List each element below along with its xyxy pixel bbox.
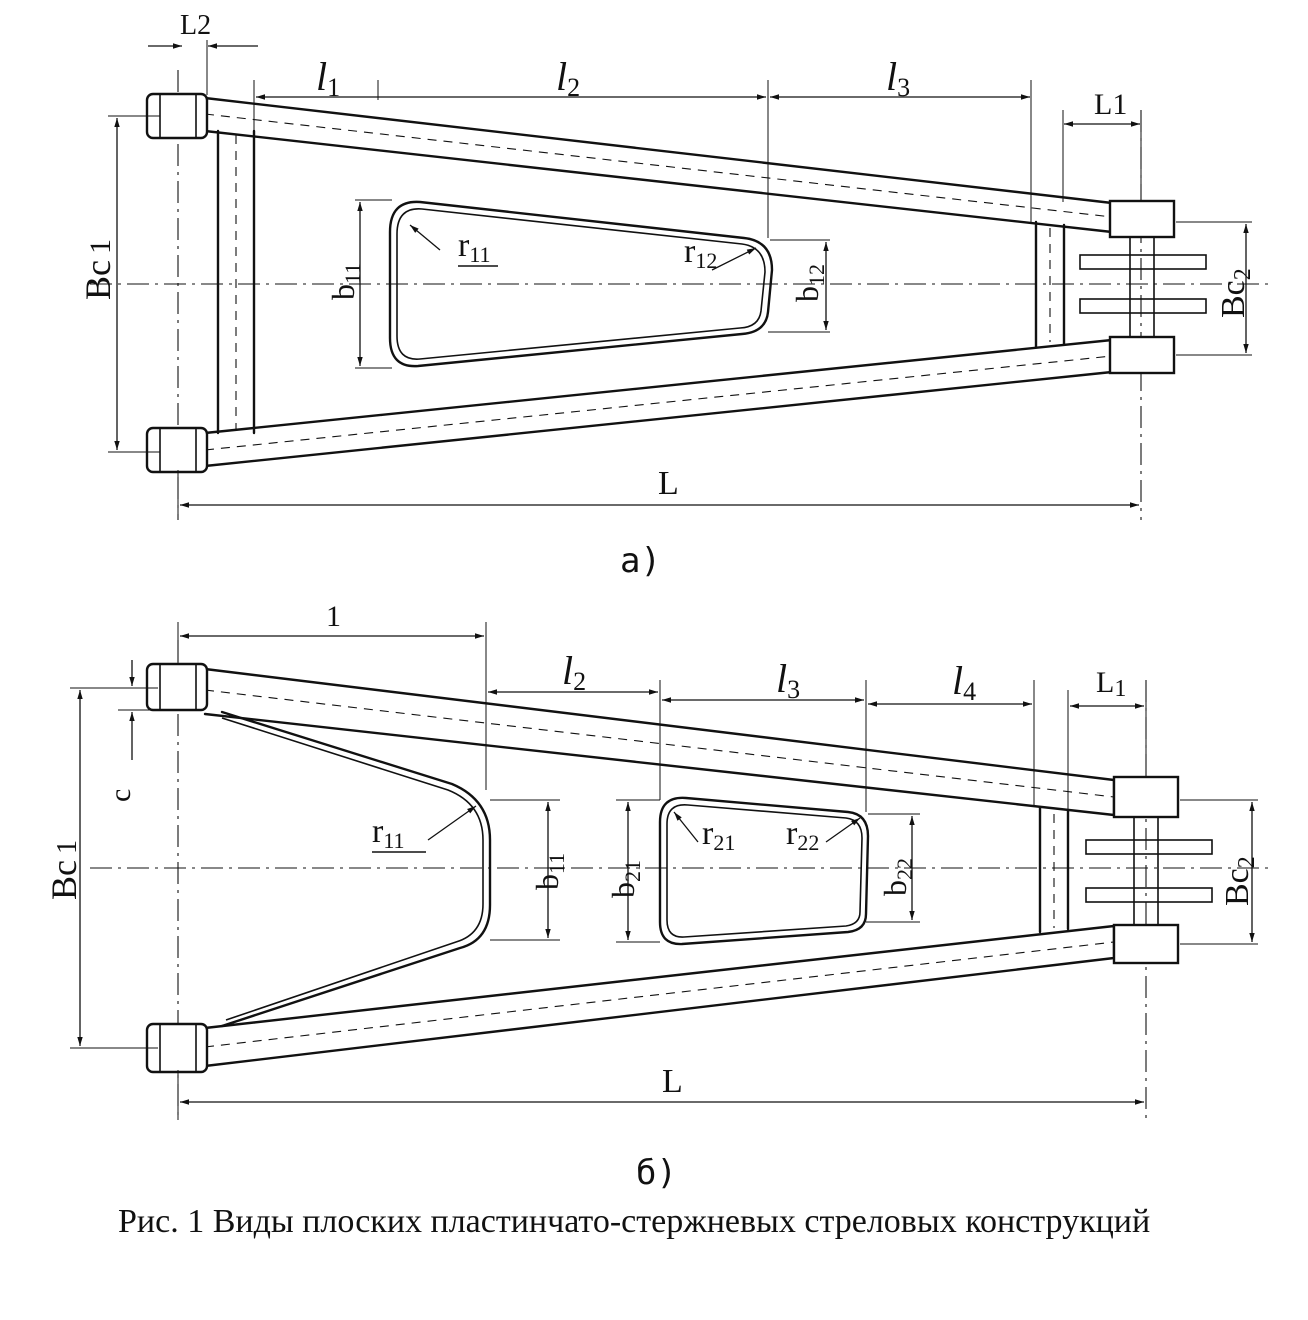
dim-Bc2: Bc2 bbox=[1219, 856, 1260, 906]
dim-b12: b12 bbox=[789, 264, 829, 302]
dim-Bc2: Bc2 bbox=[1215, 268, 1256, 318]
dim-l2: l2 bbox=[556, 54, 580, 102]
dim-Bc1: Bc1 bbox=[44, 840, 84, 900]
dim-l: 1 bbox=[326, 600, 341, 633]
right-bottom-hinge bbox=[1108, 335, 1176, 375]
dim-r21: r21 bbox=[702, 815, 735, 855]
dimension-lines bbox=[70, 622, 1258, 1120]
panel-label-a: а) bbox=[620, 541, 661, 581]
hidden-line bbox=[204, 113, 1113, 218]
dim-l2: l2 bbox=[562, 648, 586, 696]
figure-caption: Рис. 1 Виды плоских пластинчато-стержнев… bbox=[118, 1203, 1151, 1240]
pulley-assembly bbox=[1085, 817, 1213, 925]
dim-b11: b11 bbox=[325, 263, 365, 300]
left-gusset-plate bbox=[220, 710, 492, 1028]
right-top-hinge bbox=[1112, 775, 1180, 819]
right-top-hinge bbox=[1108, 199, 1176, 239]
right-crossbar bbox=[1034, 220, 1066, 349]
dim-l3: l3 bbox=[886, 54, 910, 102]
dim-l4: l4 bbox=[952, 658, 976, 706]
dim-l3: l3 bbox=[776, 656, 800, 704]
dim-r11: r11 bbox=[372, 813, 405, 853]
dim-L1: L1 bbox=[1094, 88, 1127, 121]
dim-b11: b11 bbox=[529, 853, 569, 890]
left-top-hinge bbox=[145, 662, 209, 712]
lower-chord bbox=[203, 924, 1116, 1068]
panel-label-b: б) bbox=[636, 1153, 677, 1193]
hidden-line bbox=[204, 355, 1113, 451]
pulley-assembly bbox=[1079, 237, 1207, 337]
figure-b: 1 l2 l3 l4 L1 Bc1 c Bc2 b11 b21 b22 r11 … bbox=[44, 600, 1270, 1193]
plate-window bbox=[658, 796, 870, 946]
left-crossbar bbox=[216, 129, 256, 435]
dim-c: c bbox=[104, 789, 137, 802]
left-bottom-hinge bbox=[145, 426, 209, 474]
dim-L1: L1 bbox=[1096, 666, 1126, 702]
dim-L: L bbox=[662, 1063, 683, 1100]
dim-L: L bbox=[658, 465, 679, 502]
hidden-line bbox=[204, 689, 1115, 798]
dim-b22: b22 bbox=[877, 858, 917, 896]
dimension-lines bbox=[108, 40, 1252, 520]
right-bottom-hinge bbox=[1112, 923, 1180, 965]
dim-r12: r12 bbox=[684, 233, 717, 273]
dim-Bc1: Bc1 bbox=[78, 239, 118, 300]
dim-r22: r22 bbox=[786, 815, 819, 855]
dim-L2: L2 bbox=[180, 10, 211, 41]
dim-l1: l1 bbox=[316, 54, 340, 102]
figure-a: L2 l1 l2 l3 L1 Bc1 Bc2 b11 b12 r11 r12 L… bbox=[78, 10, 1270, 581]
plate-window bbox=[388, 200, 774, 368]
dim-r11: r11 bbox=[458, 227, 491, 267]
right-crossbar bbox=[1038, 806, 1070, 934]
hidden-line bbox=[204, 941, 1115, 1048]
dim-b21: b21 bbox=[605, 860, 645, 898]
